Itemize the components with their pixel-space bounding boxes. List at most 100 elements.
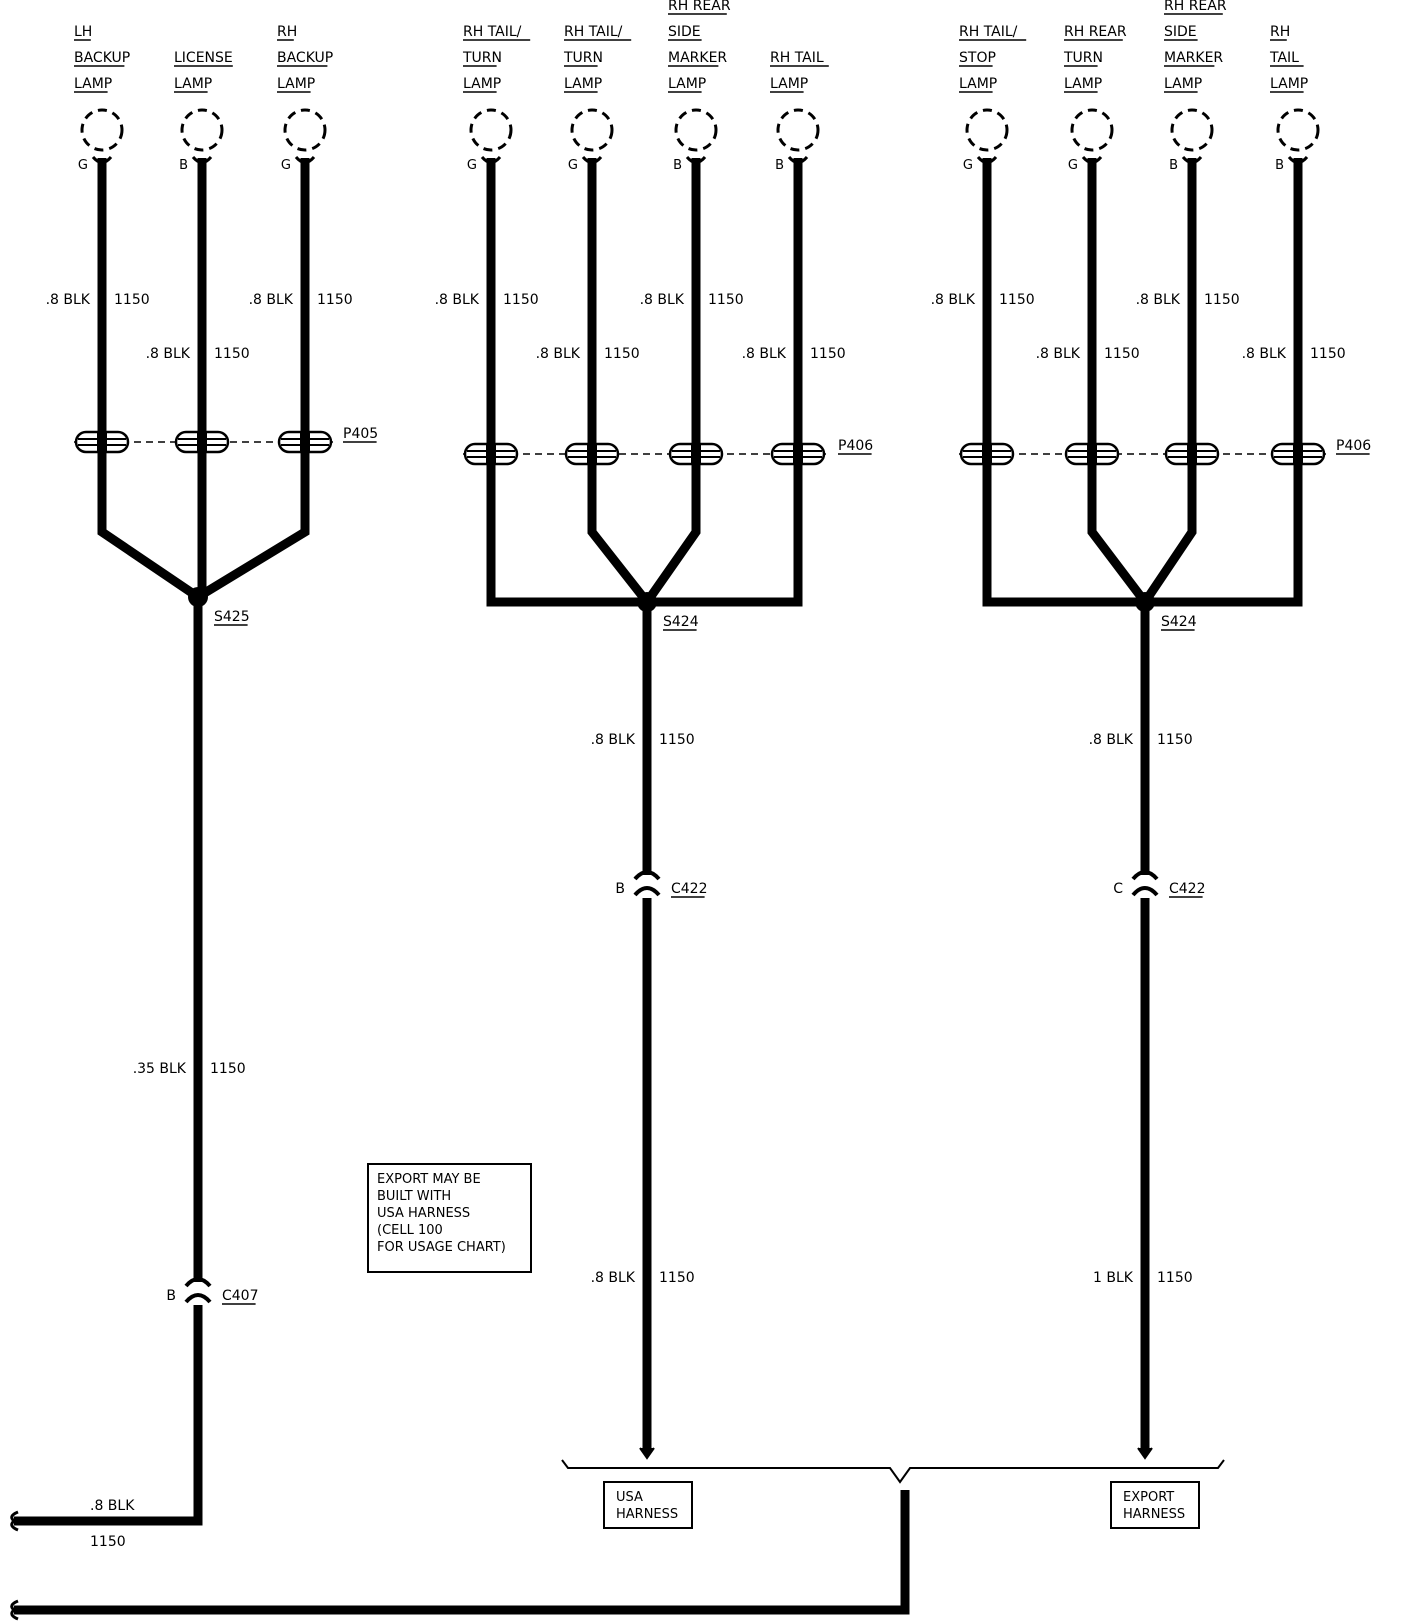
connector-label: P405 — [343, 426, 378, 442]
lamp-pin: G — [1068, 158, 1078, 173]
export-harness-label-text: HARNESS — [1123, 1507, 1185, 1522]
usa-harness-label-text: HARNESS — [616, 1507, 678, 1522]
harness-bracket — [561, 1459, 1225, 1484]
lamp-name-line: RH TAIL/ — [959, 24, 1018, 40]
lamp-bulb — [1070, 108, 1114, 152]
lamp-bulb — [80, 108, 124, 152]
lamp-name-line: TURN — [462, 50, 502, 66]
branch-wire — [1145, 454, 1303, 607]
branch-wire — [643, 454, 701, 605]
wire-circuit-label: 1150 — [1157, 1270, 1193, 1286]
lamp-name-line: RH TAIL/ — [463, 24, 522, 40]
wire-circuit-label: 1150 — [210, 1061, 246, 1077]
lamp-name-line: RH REAR — [668, 0, 731, 14]
wire-circuit-label: 1150 — [659, 732, 695, 748]
export-harness-label-text: EXPORT — [1123, 1490, 1174, 1505]
wire-gauge-label: .8 BLK — [742, 346, 787, 362]
lamp-pin: B — [1169, 158, 1178, 173]
export-usage-note: EXPORT MAY BE BUILT WITH USA HARNESS (CE… — [367, 1163, 532, 1273]
connector-label: P406 — [838, 438, 873, 454]
inline-connector-label: C422 — [671, 881, 708, 897]
lamp-pin: G — [568, 158, 578, 173]
lamp-pin: G — [467, 158, 477, 173]
splice-label: S424 — [1161, 614, 1197, 630]
trunk-wire — [14, 1305, 203, 1526]
wire-circuit-label: 1150 — [317, 292, 353, 308]
export-harness-label-box — [1110, 1481, 1200, 1529]
wire-circuit-label: 1150 — [1310, 346, 1346, 362]
inline-connector-pin: B — [615, 881, 625, 897]
wire-circuit-label: 1150 — [1157, 732, 1193, 748]
lamp-bulb — [1170, 108, 1214, 152]
wire-circuit-label: 1150 — [1104, 346, 1140, 362]
lamp-name-line: LAMP — [1064, 76, 1102, 92]
lamp-name-line: RH — [277, 24, 297, 40]
lamp-name-line: LAMP — [959, 76, 997, 92]
lamp-name-line: LAMP — [174, 76, 212, 92]
wire-circuit-label: 1150 — [604, 346, 640, 362]
wire-gauge-label: .8 BLK — [435, 292, 480, 308]
usa-harness-label-box — [603, 1481, 693, 1529]
lamp-bulb — [570, 108, 614, 152]
usa-harness-label-text: USA — [616, 1490, 643, 1505]
off-page-arrow — [10, 1510, 19, 1532]
inline-connector-female — [1131, 870, 1159, 881]
lamp-name-line: RH TAIL — [770, 50, 824, 66]
lamp-name-line: LAMP — [564, 76, 602, 92]
branch-wire — [195, 442, 310, 601]
wire-gauge-label: .8 BLK — [591, 1270, 636, 1286]
wire-gauge-label: .8 BLK — [536, 346, 581, 362]
note-line: FOR USAGE CHART) — [377, 1240, 506, 1255]
wire-circuit-label: 1150 — [214, 346, 250, 362]
lamp-pin: B — [1275, 158, 1284, 173]
harness-wire-end — [639, 1447, 655, 1460]
wire-circuit-label: 1150 — [810, 346, 846, 362]
lamp-bulb — [776, 108, 820, 152]
connector-label: P406 — [1336, 438, 1371, 454]
wire-gauge-label: .8 BLK — [146, 346, 191, 362]
lamp-name-line: BACKUP — [277, 50, 333, 66]
common-ground-wire — [14, 1490, 910, 1615]
off-page-arrow — [10, 1599, 19, 1621]
branch-wire — [1141, 454, 1197, 605]
wire-gauge-label: .8 BLK — [1242, 346, 1287, 362]
lamp-bulb — [283, 108, 327, 152]
lamp-name-line: LICENSE — [174, 50, 233, 66]
inline-connector-label: C407 — [222, 1288, 259, 1304]
lamp-name-line: LH — [74, 24, 92, 40]
wire-gauge-label: .8 BLK — [1036, 346, 1081, 362]
lamp-name-line: MARKER — [668, 50, 727, 66]
lamp-name-line: BACKUP — [74, 50, 130, 66]
lamp-name-line: TURN — [1063, 50, 1103, 66]
inline-connector-pin: C — [1113, 881, 1123, 897]
lamp-name-line: RH TAIL/ — [564, 24, 623, 40]
inline-connector-male — [633, 886, 661, 897]
branch-wire — [1087, 454, 1149, 605]
lamp-name-line: SIDE — [668, 24, 701, 40]
inline-connector-male — [184, 1293, 212, 1304]
wire-gauge-label: .8 BLK — [90, 1498, 135, 1514]
inline-connector-label: C422 — [1169, 881, 1206, 897]
lamp-name-line: LAMP — [1164, 76, 1202, 92]
wire-gauge-label: .8 BLK — [640, 292, 685, 308]
wire-gauge-label: .8 BLK — [249, 292, 294, 308]
lamp-name-line: LAMP — [770, 76, 808, 92]
lamp-name-line: MARKER — [1164, 50, 1223, 66]
wire-circuit-label: 1150 — [659, 1270, 695, 1286]
lamp-name-line: LAMP — [74, 76, 112, 92]
wire-gauge-label: .8 BLK — [1136, 292, 1181, 308]
wire-circuit-label: 1150 — [114, 292, 150, 308]
lamp-name-line: SIDE — [1164, 24, 1197, 40]
wire-gauge-label: .35 BLK — [133, 1061, 187, 1077]
wire-circuit-label: 1150 — [1204, 292, 1240, 308]
wire-circuit-label: 1150 — [90, 1534, 126, 1550]
note-line: USA HARNESS — [377, 1206, 471, 1221]
inline-connector-female — [184, 1277, 212, 1288]
lamp-bulb — [469, 108, 513, 152]
note-line: (CELL 100 — [377, 1223, 443, 1238]
lamp-name-line: TAIL — [1269, 50, 1299, 66]
splice-label: S424 — [663, 614, 699, 630]
lamp-name-line: LAMP — [463, 76, 501, 92]
wire-gauge-label: .8 BLK — [46, 292, 91, 308]
lamp-pin: B — [775, 158, 784, 173]
